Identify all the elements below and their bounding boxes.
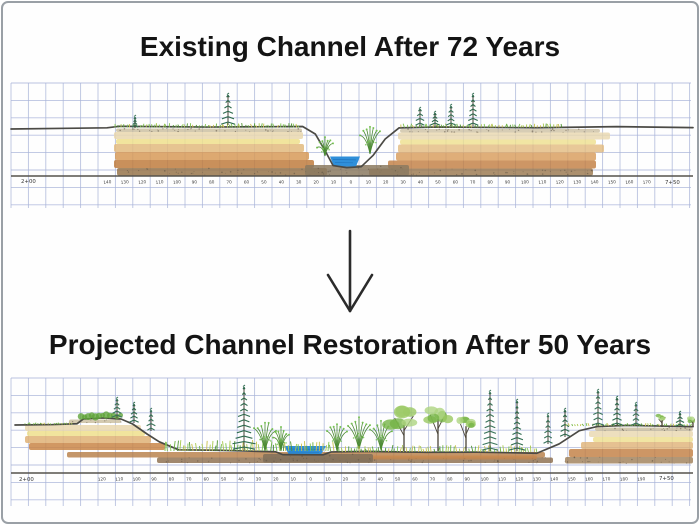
svg-text:70: 70 <box>470 179 476 185</box>
svg-text:10: 10 <box>331 179 337 185</box>
svg-text:60: 60 <box>452 179 458 185</box>
svg-text:190: 190 <box>637 476 646 482</box>
vegetation <box>114 92 563 157</box>
svg-text:7+50: 7+50 <box>659 476 674 482</box>
svg-text:160: 160 <box>625 179 634 185</box>
svg-text:170: 170 <box>643 179 652 185</box>
svg-text:50: 50 <box>435 179 441 185</box>
svg-text:150: 150 <box>567 476 576 482</box>
svg-text:70: 70 <box>186 476 192 482</box>
graph-paper-grid <box>10 377 691 506</box>
svg-text:160: 160 <box>585 476 594 482</box>
svg-text:110: 110 <box>498 476 507 482</box>
vegetation <box>24 384 695 453</box>
svg-text:50: 50 <box>395 476 401 482</box>
svg-text:30: 30 <box>296 179 302 185</box>
svg-text:140: 140 <box>590 179 599 185</box>
sediment-layers <box>25 419 693 465</box>
svg-text:10: 10 <box>325 476 331 482</box>
svg-text:20: 20 <box>313 179 319 185</box>
svg-text:2+00: 2+00 <box>21 179 36 185</box>
svg-text:40: 40 <box>278 179 284 185</box>
svg-text:110: 110 <box>155 179 164 185</box>
svg-text:120: 120 <box>556 179 565 185</box>
svg-text:7+50: 7+50 <box>665 180 680 186</box>
svg-text:120: 120 <box>138 179 147 185</box>
svg-text:20: 20 <box>343 476 349 482</box>
svg-text:80: 80 <box>447 476 453 482</box>
svg-text:100: 100 <box>132 476 141 482</box>
svg-text:10: 10 <box>365 179 371 185</box>
svg-text:130: 130 <box>121 179 130 185</box>
svg-text:140: 140 <box>550 476 559 482</box>
svg-text:30: 30 <box>256 476 262 482</box>
svg-text:2+00: 2+00 <box>19 477 34 483</box>
svg-text:180: 180 <box>620 476 629 482</box>
svg-text:120: 120 <box>515 476 524 482</box>
ground-surface-line <box>10 125 694 169</box>
svg-text:40: 40 <box>418 179 424 185</box>
svg-text:150: 150 <box>608 179 617 185</box>
svg-text:100: 100 <box>173 179 182 185</box>
svg-text:30: 30 <box>360 476 366 482</box>
svg-text:70: 70 <box>226 179 232 185</box>
svg-text:170: 170 <box>602 476 611 482</box>
svg-text:50: 50 <box>221 476 227 482</box>
svg-text:60: 60 <box>412 476 418 482</box>
svg-text:0: 0 <box>349 179 353 184</box>
panel-title-existing: Existing Channel After 72 Years <box>139 31 561 62</box>
sediment-layers <box>114 127 610 176</box>
svg-text:20: 20 <box>273 476 279 482</box>
svg-text:20: 20 <box>383 179 389 185</box>
svg-text:100: 100 <box>480 476 489 482</box>
svg-text:0: 0 <box>309 476 313 481</box>
svg-text:40: 40 <box>238 476 244 482</box>
svg-text:120: 120 <box>98 476 107 482</box>
svg-text:80: 80 <box>169 476 175 482</box>
svg-text:90: 90 <box>191 179 197 185</box>
svg-text:30: 30 <box>400 179 406 185</box>
svg-text:90: 90 <box>505 179 511 185</box>
svg-text:130: 130 <box>533 476 542 482</box>
svg-text:140: 140 <box>103 179 112 185</box>
svg-text:130: 130 <box>573 179 582 185</box>
channel-water <box>330 156 360 167</box>
svg-text:80: 80 <box>487 179 493 185</box>
svg-text:40: 40 <box>377 476 383 482</box>
svg-text:50: 50 <box>261 179 267 185</box>
svg-text:110: 110 <box>115 476 124 482</box>
svg-text:80: 80 <box>209 179 215 185</box>
panel-title-projected: Projected Channel Restoration After 50 Y… <box>48 329 652 360</box>
svg-text:60: 60 <box>244 179 250 185</box>
svg-text:110: 110 <box>538 179 547 185</box>
svg-text:100: 100 <box>521 179 530 185</box>
ground-surface-line <box>14 417 694 456</box>
svg-text:90: 90 <box>151 476 157 482</box>
svg-text:90: 90 <box>464 476 470 482</box>
svg-text:10: 10 <box>290 476 296 482</box>
down-arrow-icon <box>326 229 374 313</box>
svg-text:70: 70 <box>430 476 436 482</box>
svg-text:60: 60 <box>203 476 209 482</box>
